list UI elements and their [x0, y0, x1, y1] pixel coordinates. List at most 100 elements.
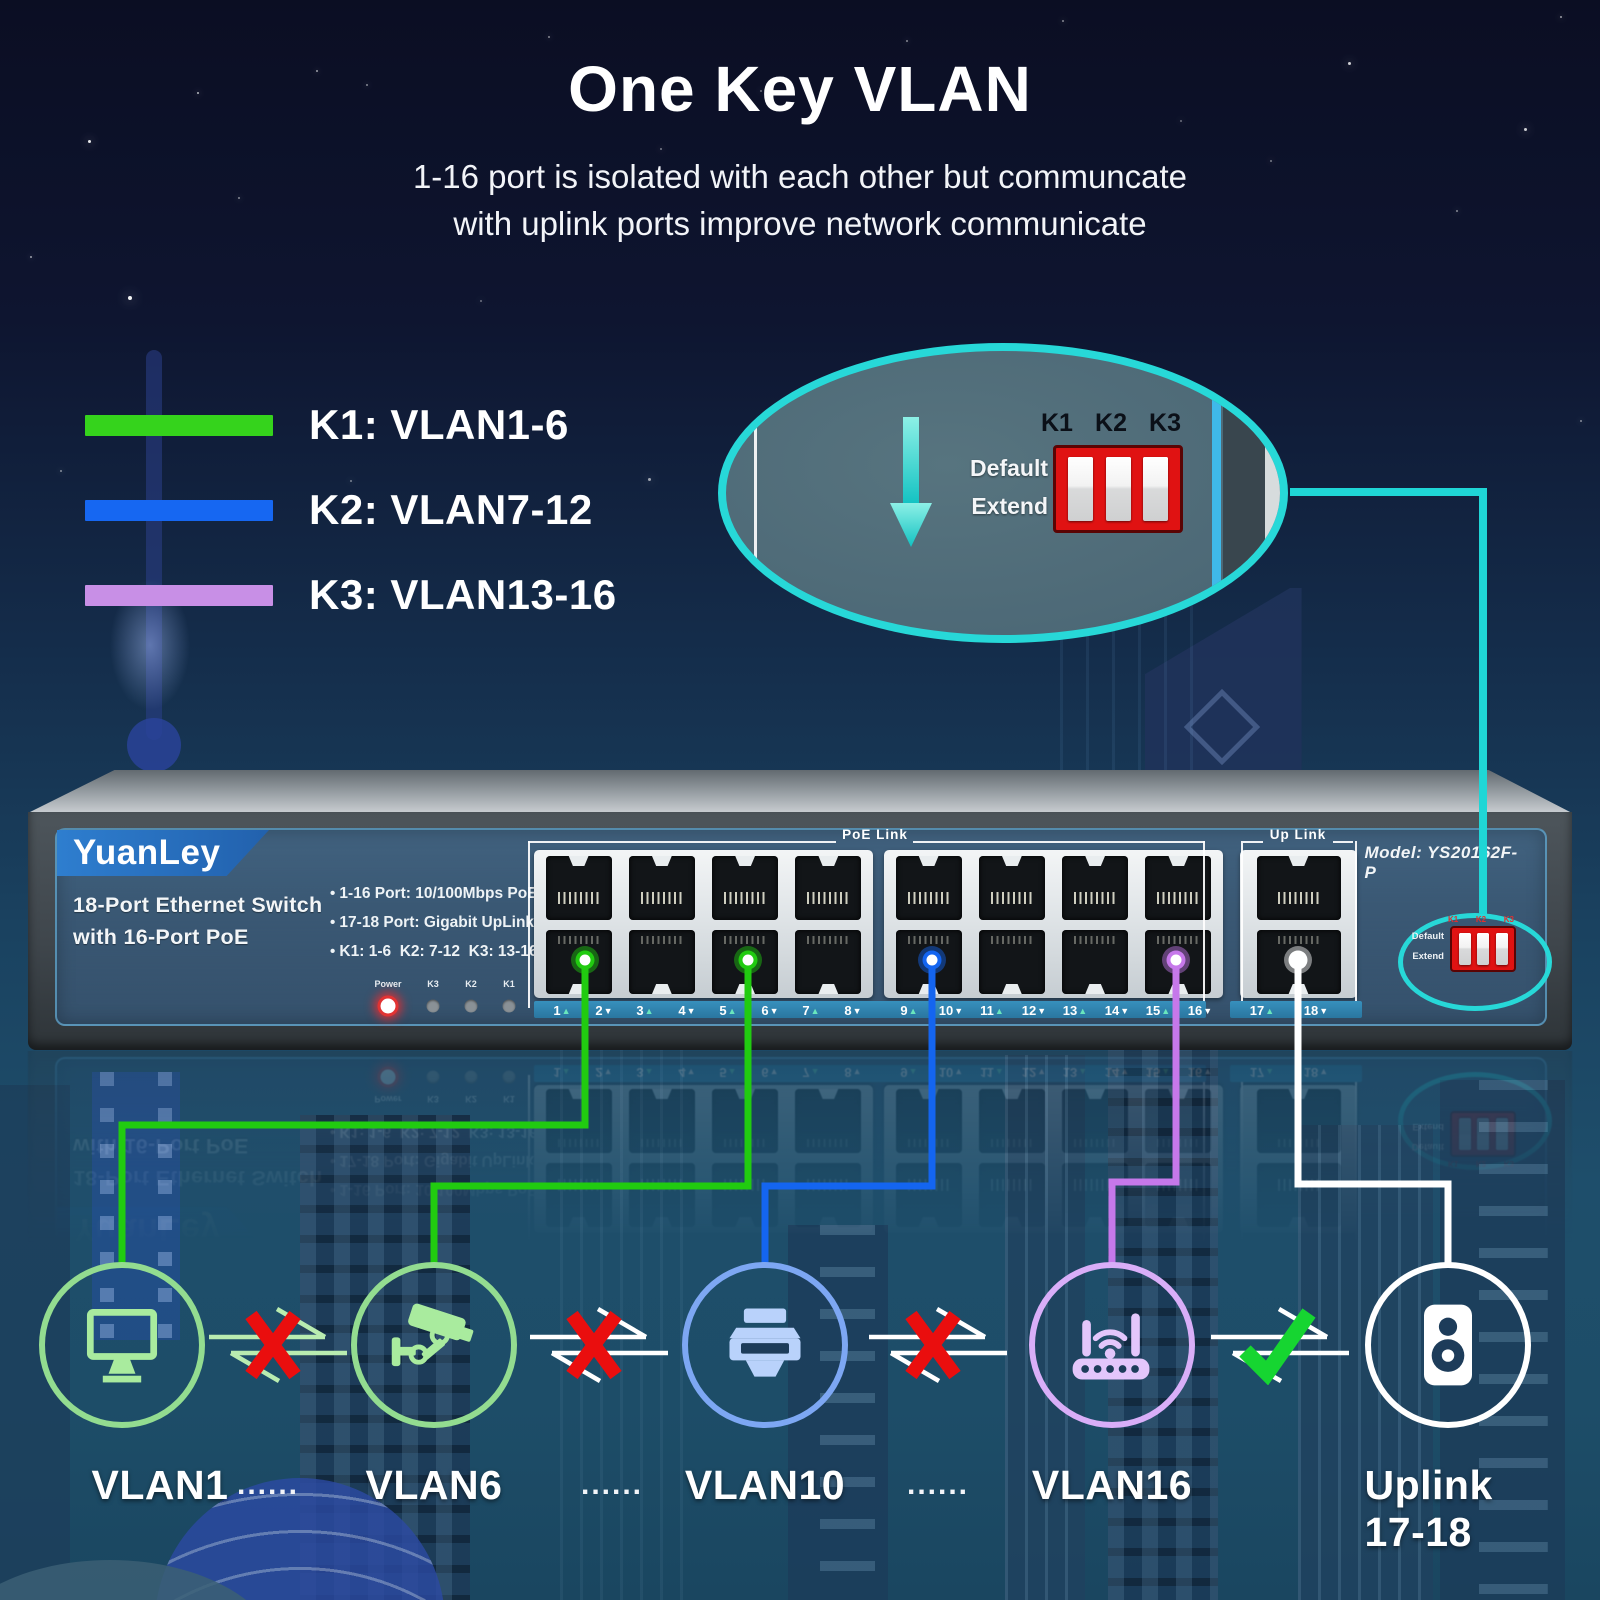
panel-side-highlight — [1265, 351, 1280, 635]
device-node — [39, 1262, 205, 1428]
down-triangle-icon: ▼ — [1120, 1067, 1130, 1078]
star — [906, 40, 908, 42]
dip-row-label-default: Default — [1411, 1141, 1444, 1152]
port-number-text: 12 — [1021, 1003, 1037, 1018]
port-pins — [1157, 1139, 1200, 1147]
dip-switch-lever — [1477, 933, 1489, 965]
port-number-text: 16 — [1187, 1003, 1203, 1018]
dots-separator: ...... — [236, 1468, 300, 1501]
bracket-line — [913, 841, 1205, 843]
model-label: Model: YS20162F-P — [1364, 843, 1518, 882]
rj45-port — [712, 1089, 779, 1153]
bracket-line — [1203, 841, 1205, 1008]
bracket-line — [913, 1240, 1205, 1242]
switch-body — [28, 1051, 1572, 1271]
star — [1560, 16, 1562, 18]
blocked-x-icon — [245, 1310, 301, 1380]
rj45-port — [545, 930, 612, 994]
dip-switch-lever — [1458, 933, 1471, 965]
up-triangle-icon: ▲ — [908, 1005, 918, 1016]
port-tab-notch — [999, 1217, 1025, 1227]
port-number-text: 17 — [1249, 1065, 1265, 1080]
led-label: K1 — [503, 979, 515, 989]
bracket-line — [528, 841, 530, 1008]
transfer-arrows-icon — [209, 1307, 347, 1383]
port-pins — [1277, 936, 1320, 944]
up-triangle-icon: ▲ — [810, 1067, 820, 1078]
bracket-line — [1355, 841, 1357, 1008]
port-tab-notch — [818, 984, 839, 994]
up-link-label: Up Link — [1269, 827, 1327, 842]
dip-column-label: K2 — [1475, 1159, 1487, 1168]
dip-column-label: K1 — [1448, 1159, 1459, 1168]
port-pins — [990, 892, 1033, 904]
port-number-text: 15 — [1145, 1003, 1161, 1018]
star — [1062, 20, 1064, 22]
port-number-text: 5 — [719, 1065, 727, 1080]
down-triangle-icon: ▼ — [852, 1067, 862, 1078]
city-building — [300, 1115, 470, 1600]
port-number: 7▲ — [802, 1003, 819, 1018]
port-pins — [990, 936, 1033, 944]
subtitle-line-2: with uplink ports improve network commun… — [453, 204, 1147, 242]
port-pins — [1277, 892, 1320, 904]
down-triangle-icon: ▼ — [686, 1005, 696, 1016]
port-number: 2▼ — [595, 1003, 612, 1018]
port-number: 18▼ — [1304, 1003, 1328, 1018]
port-number-strip — [534, 1065, 1206, 1082]
rj45-port — [978, 1089, 1045, 1153]
dip-row-label-default: Default — [970, 455, 1048, 481]
down-triangle-icon: ▼ — [1203, 1067, 1213, 1078]
dip-column-label: K1 — [1448, 915, 1459, 924]
down-triangle-icon: ▼ — [686, 1067, 696, 1078]
bracket-line — [1355, 1075, 1357, 1242]
port-tab-notch — [1001, 984, 1022, 994]
bracket-line — [1241, 841, 1243, 1008]
port-pins — [640, 892, 683, 904]
rj45-port — [1256, 1089, 1341, 1153]
port-number: 4▼ — [678, 1065, 695, 1080]
dip-switch-callout: K1 K2 K3 Default Extend — [718, 343, 1288, 643]
device-link — [203, 1305, 353, 1385]
power-led — [377, 1066, 399, 1088]
allowed-check-icon — [1239, 1308, 1316, 1386]
device-label: Uplink 17-18 — [1364, 1462, 1493, 1555]
dots-separator: ...... — [580, 1468, 644, 1501]
down-triangle-icon: ▼ — [1037, 1067, 1047, 1078]
port-number: 13▲ — [1063, 1065, 1087, 1080]
port-tab-notch — [651, 856, 672, 866]
port-number: 4▼ — [678, 1003, 695, 1018]
device-node — [351, 1262, 517, 1428]
down-triangle-icon: ▼ — [769, 1005, 779, 1016]
port-number: 3▲ — [636, 1003, 653, 1018]
port-number-text: 10 — [938, 1003, 954, 1018]
rj45-port — [545, 1089, 612, 1153]
city-building — [1298, 1125, 1433, 1600]
rj45-port — [1145, 1089, 1212, 1153]
led-label: K1 — [503, 1094, 515, 1104]
rj45-port — [545, 856, 612, 920]
port-tab-notch — [1165, 1089, 1191, 1099]
device-label: VLAN6 — [365, 1462, 503, 1508]
port-pins — [907, 1139, 950, 1147]
dots-separator: ...... — [906, 1468, 970, 1501]
port-tab-notch — [918, 984, 939, 994]
bracket-line — [528, 1240, 836, 1242]
down-triangle-icon: ▼ — [954, 1067, 964, 1078]
port-pins — [807, 892, 850, 904]
bracket-line — [1333, 1240, 1353, 1242]
port-bank — [884, 850, 1223, 998]
rj45-port — [712, 1163, 779, 1227]
network-switch: YuanLey 18-Port Ethernet Switch with 16-… — [0, 1051, 1600, 1301]
port-number-text: 11 — [980, 1065, 994, 1080]
device-link — [863, 1305, 1013, 1385]
star — [30, 256, 32, 258]
rj45-port — [628, 1089, 695, 1153]
port-pins — [557, 1179, 600, 1191]
dip-switch — [1053, 445, 1183, 533]
down-triangle-icon: ▼ — [1203, 1005, 1213, 1016]
printer-icon — [729, 1308, 801, 1377]
legend-label: K1: VLAN1-6 — [309, 401, 569, 448]
legend-color-bar — [85, 584, 273, 606]
port-tab-notch — [735, 856, 756, 866]
